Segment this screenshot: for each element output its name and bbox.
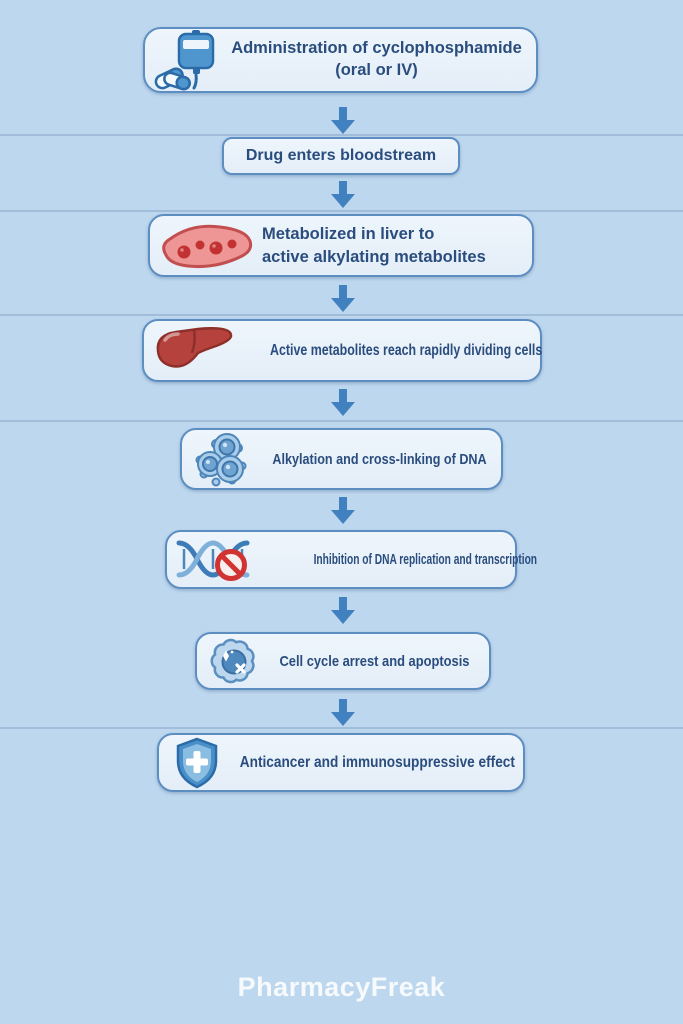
cancer-cells-icon: [194, 430, 252, 488]
step-administration: Administration of cyclophosphamide (oral…: [143, 27, 538, 93]
down-arrow-icon: [331, 597, 355, 624]
blood-vessel-icon: [158, 219, 254, 273]
step-label: Inhibition of DNA replication and transc…: [313, 551, 538, 568]
down-arrow-icon: [331, 497, 355, 524]
step-label: Active metabolites reach rapidly dividin…: [270, 341, 543, 359]
step-anticancer-effect: Anticancer and immunosuppressive effect: [157, 733, 525, 792]
apoptotic-cell-icon: [207, 635, 259, 687]
down-arrow-icon: [331, 389, 355, 416]
step-label: Alkylation and cross-linking of DNA: [272, 450, 487, 468]
shield-cross-icon: [173, 737, 221, 789]
background-seam-line: [0, 727, 683, 729]
step-liver-metabolism: Metabolized in liver to active alkylatin…: [148, 214, 534, 277]
background-seam-line: [0, 420, 683, 422]
step-label: Cell cycle arrest and apoptosis: [278, 652, 469, 670]
background-seam-line: [0, 134, 683, 136]
step-inhibition-replication: Inhibition of DNA replication and transc…: [165, 530, 537, 589]
background-seam-line: [0, 210, 683, 212]
step-label: Metabolized in liver to active alkylatin…: [262, 225, 486, 266]
down-arrow-icon: [331, 181, 355, 208]
down-arrow-icon: [331, 699, 355, 726]
pharmacyfreak-watermark: PharmacyFreak: [237, 972, 446, 1002]
background-seam-line: [0, 314, 683, 316]
step-dna-crosslinking: Alkylation and cross-linking of DNA: [180, 428, 503, 490]
down-arrow-icon: [331, 285, 355, 312]
step-reach-dividing-cells: Active metabolites reach rapidly dividin…: [142, 319, 542, 382]
step-label: Administration of cyclophosphamide (oral…: [231, 39, 522, 79]
step-cell-cycle-arrest: Cell cycle arrest and apoptosis: [195, 632, 491, 690]
iv-bag-and-pills-icon: [153, 29, 227, 91]
step-label: Anticancer and immunosuppressive effect: [239, 753, 515, 771]
liver-icon: [152, 323, 236, 379]
step-label: Drug enters bloodstream: [245, 147, 437, 164]
dna-blocked-icon: [175, 535, 261, 585]
down-arrow-icon: [331, 107, 355, 134]
step-bloodstream: Drug enters bloodstream: [222, 137, 460, 175]
